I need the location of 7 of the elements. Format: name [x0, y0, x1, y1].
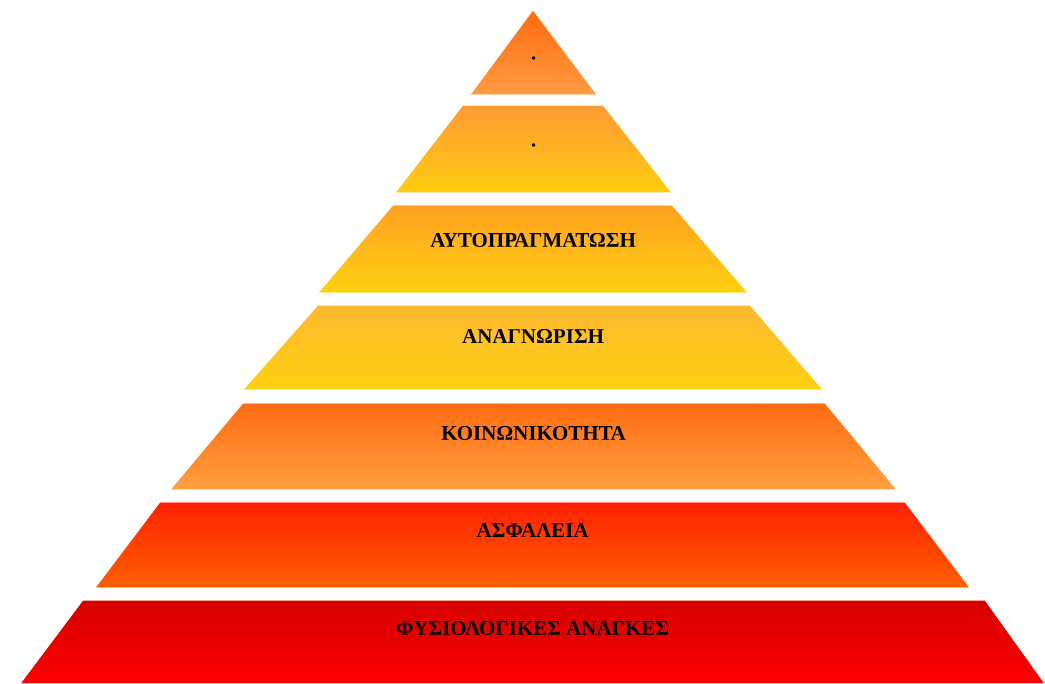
pyramid-level: ΑΣΦΑΛΕΙΑ [94, 501, 971, 589]
pyramid-level: ΚΟΙΝΩΝΙΚΟΤΗΤΑ [169, 402, 898, 491]
pyramid-level: . [394, 104, 673, 194]
pyramid-level: . [469, 9, 598, 96]
pyramid-level: ΦΥΣΙΟΛΟΓΙΚΕΣ ΑΝΑΓΚΕΣ [19, 599, 1045, 684]
pyramid-level: ΑΝΑΓΝΩΡΙΣΗ [242, 304, 824, 391]
pyramid-level: ΑΥΤΟΠΡΑΓΜΑΤΩΣΗ [317, 204, 749, 294]
